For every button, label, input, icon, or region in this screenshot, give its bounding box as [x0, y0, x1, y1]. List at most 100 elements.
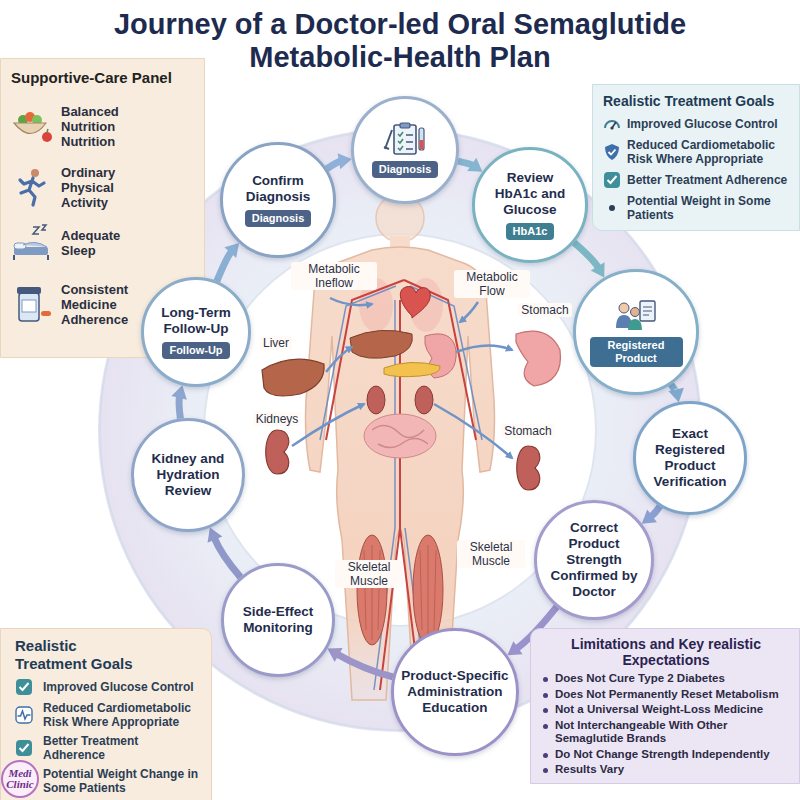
panel-heading: Limitations and Key realistic Expectatio… [543, 636, 789, 668]
flow-arrow [668, 384, 684, 402]
icon [603, 199, 621, 217]
info-panel: Realistic Treatment GoalsImproved Glucos… [592, 84, 800, 231]
info-panel: Limitations and Key realistic Expectatio… [530, 628, 800, 784]
panel-item-text: Reduced Cardiometabolic Risk Where Appro… [627, 138, 791, 166]
panel-item-text: Improved Glucose Control [627, 117, 791, 131]
panel-item-text: Adequate Sleep [61, 228, 139, 258]
step-content: Confirm DiagnosisDiagnosis [232, 173, 325, 227]
panel-item: Ordinary Physical Activity [11, 157, 196, 217]
arrow-head [224, 243, 239, 258]
arrow-head [327, 648, 342, 662]
step-tag: Diagnosis [245, 210, 312, 227]
organ-label: Liver [260, 336, 292, 350]
bullet-dot [543, 708, 548, 713]
step-content: Exact Registered Product Verification [645, 426, 736, 490]
panel-item: Better Treatment Adherence [603, 171, 791, 189]
icon [613, 298, 659, 332]
step-label: Correct Product Strength Confirmed by Do… [546, 520, 642, 600]
panel-item-text: Potential Weight Change in Some Patients [43, 767, 203, 795]
flow-arrow [217, 243, 239, 281]
panel-item: Better Treatment Adherence [15, 734, 203, 762]
icon [15, 678, 33, 696]
step-circle: Diagnosis [351, 96, 459, 204]
flow-arrow [171, 385, 186, 418]
icon [603, 115, 621, 133]
step-circle: Long-Term Follow-UpFollow-Up [141, 277, 251, 387]
panel-item-text: Reduced Cardiometabolic Risk Where Appro… [43, 701, 203, 729]
panel-item-text: Do Not Change Strength Independently [555, 748, 789, 762]
panel-item-text: Better Treatment Adherence [627, 173, 791, 187]
arrow-head [591, 262, 605, 277]
panel-item: Does Not Permanently Reset Metabolism [543, 688, 789, 702]
arrow-head [642, 509, 657, 523]
step-circle: Registered Product [573, 269, 699, 395]
step-label: Review HbA1c and Glucose [484, 170, 577, 218]
arrow-shaft [217, 251, 232, 281]
step-content: Side-Effect Monitoring [233, 604, 324, 636]
icon [11, 223, 53, 263]
panel-item: Not Interchangeable With Other Semagluti… [543, 719, 789, 746]
step-label: Kidney and Hydration Review [143, 451, 234, 499]
flow-arrow [574, 243, 604, 278]
panel-item-text: Not a Universal Weight-Loss Medicine [555, 703, 789, 717]
step-circle: Product-Specific Administration Educatio… [391, 628, 519, 756]
step-content: Correct Product Strength Confirmed by Do… [546, 520, 642, 600]
step-circle: Confirm DiagnosisDiagnosis [220, 142, 336, 258]
panel-item-text: Improved Glucose Control [43, 680, 203, 694]
panel-item: Not a Universal Weight-Loss Medicine [543, 703, 789, 717]
arrow-head [338, 153, 352, 169]
step-content: Medi Clinic [3, 768, 37, 790]
icon [11, 167, 53, 207]
panel-heading: Supportive-Care Panel [11, 69, 196, 87]
panel-item-text: Potential Weight in Some Patients [627, 194, 791, 222]
arrow-head [467, 158, 482, 172]
step-circle: Kidney and Hydration Review [131, 418, 245, 532]
panel-item: Improved Glucose Control [603, 115, 791, 133]
step-tag: HbA1c [506, 223, 555, 240]
panel-item-text: Not Interchangeable With Other Semagluti… [555, 719, 789, 746]
logo-text: Medi Clinic [3, 768, 37, 790]
bullet-dot [543, 768, 548, 773]
organ-label: Stomach [501, 424, 554, 438]
panel-item: Reduced Cardiometabolic Risk Where Appro… [603, 138, 791, 166]
panel-heading: Realistic Treatment Goals [603, 93, 791, 110]
panel-item-text: Does Not Permanently Reset Metabolism [555, 688, 789, 702]
organ-label: Metabolic Flow [454, 270, 530, 298]
organ-label: Stomach [518, 303, 571, 317]
step-content: Registered Product [590, 298, 683, 367]
organ-label: Skeletal Muscle [457, 540, 525, 568]
panel-item: Reduced Cardiometabolic Risk Where Appro… [15, 701, 203, 729]
flow-arrow [208, 528, 241, 578]
step-label: Confirm Diagnosis [232, 173, 325, 205]
panel-item-text: Balanced Nutrition Nutrition [61, 104, 139, 149]
panel-item-text: Ordinary Physical Activity [61, 165, 139, 210]
step-label: Long-Term Follow-Up [152, 305, 240, 337]
bullet-dot [543, 677, 548, 682]
step-label: Exact Registered Product Verification [645, 426, 736, 490]
panel-item: Improved Glucose Control [15, 678, 203, 696]
arrow-shaft [179, 395, 180, 418]
organ-label: Skeletal Muscle [335, 560, 403, 588]
panel-item: Balanced Nutrition Nutrition [11, 95, 196, 157]
bullet-dot [543, 753, 548, 758]
icon [11, 284, 53, 324]
panel-item-text: Better Treatment Adherence [43, 734, 203, 762]
step-label: Side-Effect Monitoring [233, 604, 324, 636]
panel-item: Potential Weight in Some Patients [603, 194, 791, 222]
step-tag: Registered Product [590, 337, 683, 367]
step-circle: Review HbA1c and GlucoseHbA1c [472, 147, 588, 263]
panel-item: Potential Weight Change in Some Patients [15, 767, 203, 795]
organ-label: Metabolic Ineflow [291, 262, 377, 290]
step-content: Product-Specific Administration Educatio… [397, 668, 513, 716]
panel-item-text: Consistent Medicine Adherence [61, 282, 139, 327]
step-tag: Diagnosis [372, 161, 439, 178]
icon [603, 171, 621, 189]
step-tag: Follow-Up [162, 342, 229, 359]
step-circle: Exact Registered Product Verification [633, 401, 747, 515]
flow-arrow [458, 158, 483, 172]
panel-item-text: Does Not Cure Type 2 Diabetes [555, 672, 789, 686]
bullet-dot [543, 724, 548, 729]
step-circle: Side-Effect Monitoring [221, 563, 335, 677]
icon [382, 122, 428, 156]
